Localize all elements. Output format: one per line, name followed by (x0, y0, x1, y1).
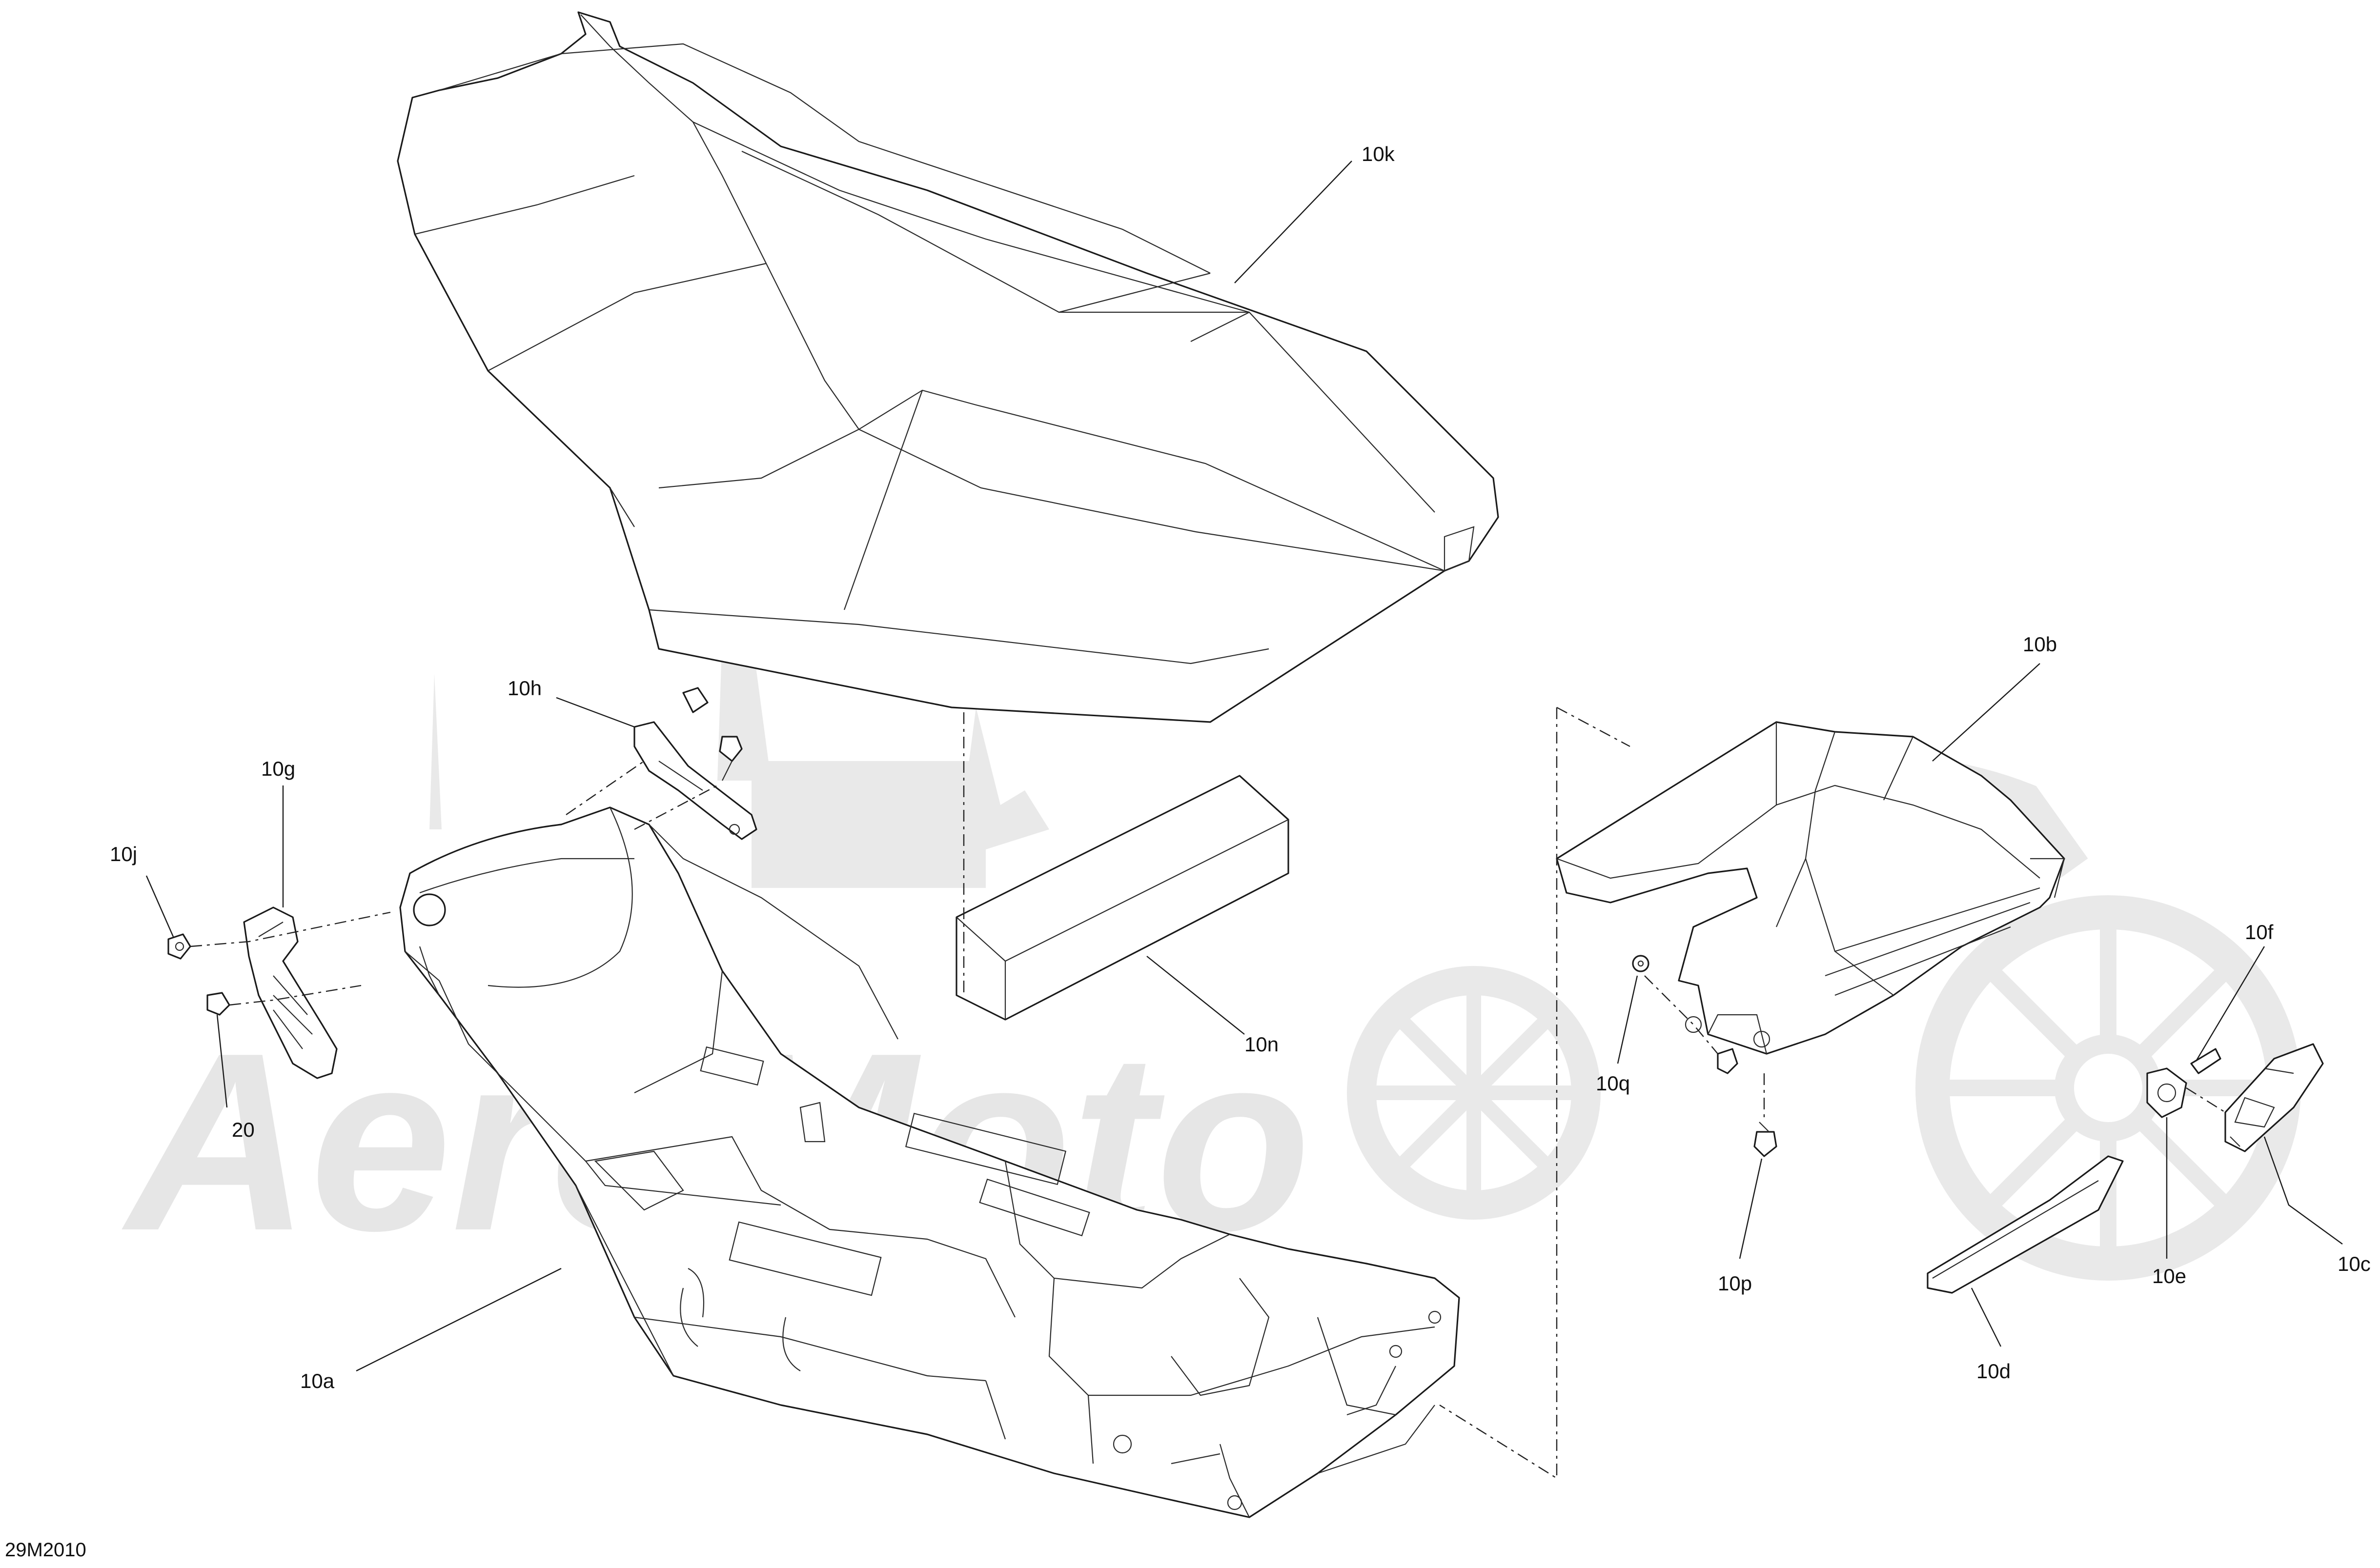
callout-20: 20 (232, 1118, 255, 1141)
callout-10q: 10q (1596, 1072, 1630, 1095)
watermark-wheel-2 (1347, 966, 1601, 1220)
bracket-10h (633, 721, 757, 840)
callout-10b: 10b (2023, 633, 2057, 656)
fastener-10p (1753, 1122, 1777, 1157)
callout-10f: 10f (2245, 921, 2274, 944)
callout-10h: 10h (508, 677, 542, 700)
panel-10d (1927, 1155, 2124, 1294)
screw-20 (206, 992, 230, 1016)
nut-10j (167, 933, 191, 960)
leader-lines (145, 161, 2343, 1372)
callout-10j: 10j (110, 843, 137, 865)
foam-block-10n (956, 775, 1289, 1021)
callout-labels: 10k 10h 10g 10j 20 10n 10a 10b 10f 10q 1… (110, 142, 2371, 1392)
rear-fairing-10b (1556, 721, 2065, 1055)
callout-10c: 10c (2338, 1252, 2371, 1275)
callout-10e: 10e (2152, 1265, 2186, 1287)
seat-base-10a (399, 806, 1460, 1518)
knob-10e (2146, 1067, 2187, 1118)
drawing-id: 29M2010 (5, 1539, 86, 1561)
fastener-10q (1717, 1048, 1738, 1074)
callout-10n: 10n (1244, 1033, 1279, 1056)
clip-10f (2190, 1048, 2221, 1074)
callout-10a: 10a (300, 1369, 335, 1392)
seat-10k (397, 11, 1499, 723)
callout-10d: 10d (1976, 1360, 2011, 1383)
callout-10p: 10p (1718, 1272, 1752, 1295)
clip-and-bolt-10h (682, 687, 743, 781)
callout-10k: 10k (1362, 142, 1395, 165)
callout-10g: 10g (261, 757, 295, 780)
hinge-bracket-10g (243, 906, 338, 1079)
washer-10q (1632, 955, 1649, 972)
assembly-lines (190, 706, 2226, 1480)
latch-10c (2224, 1043, 2324, 1152)
